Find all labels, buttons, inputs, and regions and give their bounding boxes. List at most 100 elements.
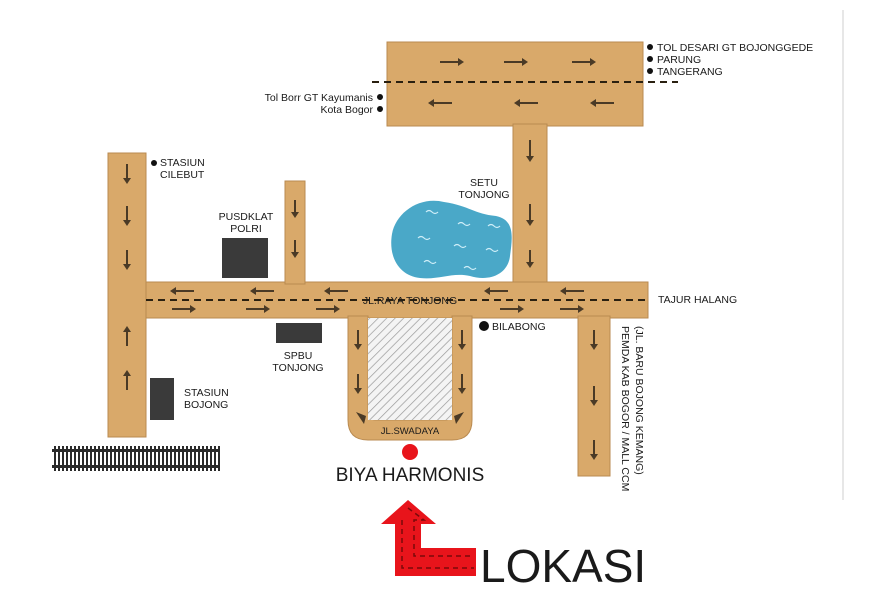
railway-tie <box>74 446 76 471</box>
arrow-jlbaru-south <box>590 330 598 350</box>
label-spbu-2: TONJONG <box>272 362 323 374</box>
label-stasiun-bojong-2: BOJONG <box>184 399 228 411</box>
railway-tie <box>190 446 192 471</box>
building-spbu-tonjong <box>276 323 322 343</box>
dot-parung <box>647 56 653 62</box>
arrow-swadaya-south <box>354 374 362 394</box>
railway-tie <box>102 446 104 471</box>
railway-tie <box>54 446 56 471</box>
lake-waves <box>417 209 501 271</box>
dot-kota-bogor <box>377 106 383 112</box>
label-kota-bogor: Kota Bogor <box>320 104 373 116</box>
arrow-swadaya-south <box>354 330 362 350</box>
railway-tie <box>62 446 64 471</box>
railway-tie <box>138 446 140 471</box>
label-tol-desari: TOL DESARI GT BOJONGGEDE <box>657 42 813 54</box>
dot-tangerang <box>647 68 653 74</box>
label-spbu-1: SPBU <box>284 350 313 362</box>
label-pusdklat-2: POLRI <box>230 223 262 235</box>
label-tol-borr: Tol Borr GT Kayumanis <box>265 92 373 104</box>
railway-tie <box>142 446 144 471</box>
hatched-area <box>368 318 452 420</box>
arrow-toll-west <box>428 99 452 107</box>
label-setu-2: TONJONG <box>458 189 509 201</box>
arrow-toll-west <box>514 99 538 107</box>
railway-tie <box>150 446 152 471</box>
arrow-toll-east <box>504 58 528 66</box>
label-jl-swadaya: JL.SWADAYA <box>381 426 440 437</box>
railway-tie <box>170 446 172 471</box>
label-biya-harmonis: BIYA HARMONIS <box>336 465 485 486</box>
arrow-cilebut-south <box>123 206 131 226</box>
railway-tie <box>118 446 120 471</box>
railway-tie <box>214 446 216 471</box>
location-marker <box>402 444 418 460</box>
label-pusdklat-1: PUSDKLAT <box>219 211 274 223</box>
railway-tie <box>106 446 108 471</box>
building-stasiun-bojong <box>150 378 174 420</box>
railway-tie <box>166 446 168 471</box>
arrow-toll-east <box>572 58 596 66</box>
label-stasiun-cilebut-1: STASIUN <box>160 157 205 169</box>
railway-tie <box>134 446 136 471</box>
lake-setu-tonjong <box>391 200 512 279</box>
arrow-raya-west <box>250 287 274 295</box>
label-tangerang: TANGERANG <box>657 66 723 78</box>
label-parung: PARUNG <box>657 54 701 66</box>
arrow-cilebut-north <box>123 326 131 346</box>
arrow-cilebut-south <box>123 164 131 184</box>
arrow-raya-east <box>500 305 524 313</box>
arrow-cilebut-south <box>123 250 131 270</box>
lokasi-arrow-dash-2 <box>401 520 474 569</box>
arrow-toll-west <box>590 99 614 107</box>
railway-tie <box>110 446 112 471</box>
railway-tie <box>86 446 88 471</box>
railway-tie <box>58 446 60 471</box>
railway-tie <box>130 446 132 471</box>
direction-arrows <box>123 58 614 460</box>
building-pusdklat-polri <box>222 238 268 278</box>
railway <box>52 446 220 471</box>
railway-tie <box>154 446 156 471</box>
railway-tie <box>198 446 200 471</box>
arrow-connector-south <box>526 204 534 226</box>
road-pusdklat <box>284 180 306 285</box>
arrow-pusdklat <box>291 240 299 258</box>
railway-tie <box>178 446 180 471</box>
railway-tie <box>206 446 208 471</box>
railway-tie <box>90 446 92 471</box>
railway-tie <box>182 446 184 471</box>
arrow-cilebut-north <box>123 370 131 390</box>
arrow-raya-west <box>170 287 194 295</box>
label-stasiun-cilebut-2: CILEBUT <box>160 169 205 181</box>
arrow-swadaya-corner <box>356 412 366 424</box>
arrow-jlbaru-south <box>590 440 598 460</box>
arrow-swadaya-corner <box>454 412 464 424</box>
railway-tie <box>122 446 124 471</box>
arrow-swadaya-south <box>458 330 466 350</box>
label-jl-raya-tonjong: JL.RAYA TONJONG <box>363 295 457 307</box>
railway-tie <box>162 446 164 471</box>
arrow-connector-south <box>526 250 534 268</box>
railway-tie <box>78 446 80 471</box>
dot-stasiun-cilebut <box>151 160 157 166</box>
label-jl-baru-2: PEMDA KAB BOGOR / MALL CCM <box>619 326 631 491</box>
railway-tie <box>186 446 188 471</box>
arrow-raya-west <box>484 287 508 295</box>
label-bilabong: BILABONG <box>492 321 546 333</box>
railway-tie <box>98 446 100 471</box>
label-tajur-halang: TAJUR HALANG <box>658 294 737 306</box>
railway-tie <box>146 446 148 471</box>
railway-tie <box>194 446 196 471</box>
arrow-swadaya-south <box>458 374 466 394</box>
label-stasiun-bojong-1: STASIUN <box>184 387 229 399</box>
lokasi-arrow <box>381 500 476 576</box>
railway-tie <box>66 446 68 471</box>
road-cilebut <box>107 152 147 438</box>
arrow-connector-south <box>526 140 534 162</box>
arrow-toll-east <box>440 58 464 66</box>
label-jl-baru-1: (JL. BARU BOJONG KEMANG) <box>633 326 645 475</box>
label-setu-1: SETU <box>470 177 498 189</box>
railway-tie <box>126 446 128 471</box>
